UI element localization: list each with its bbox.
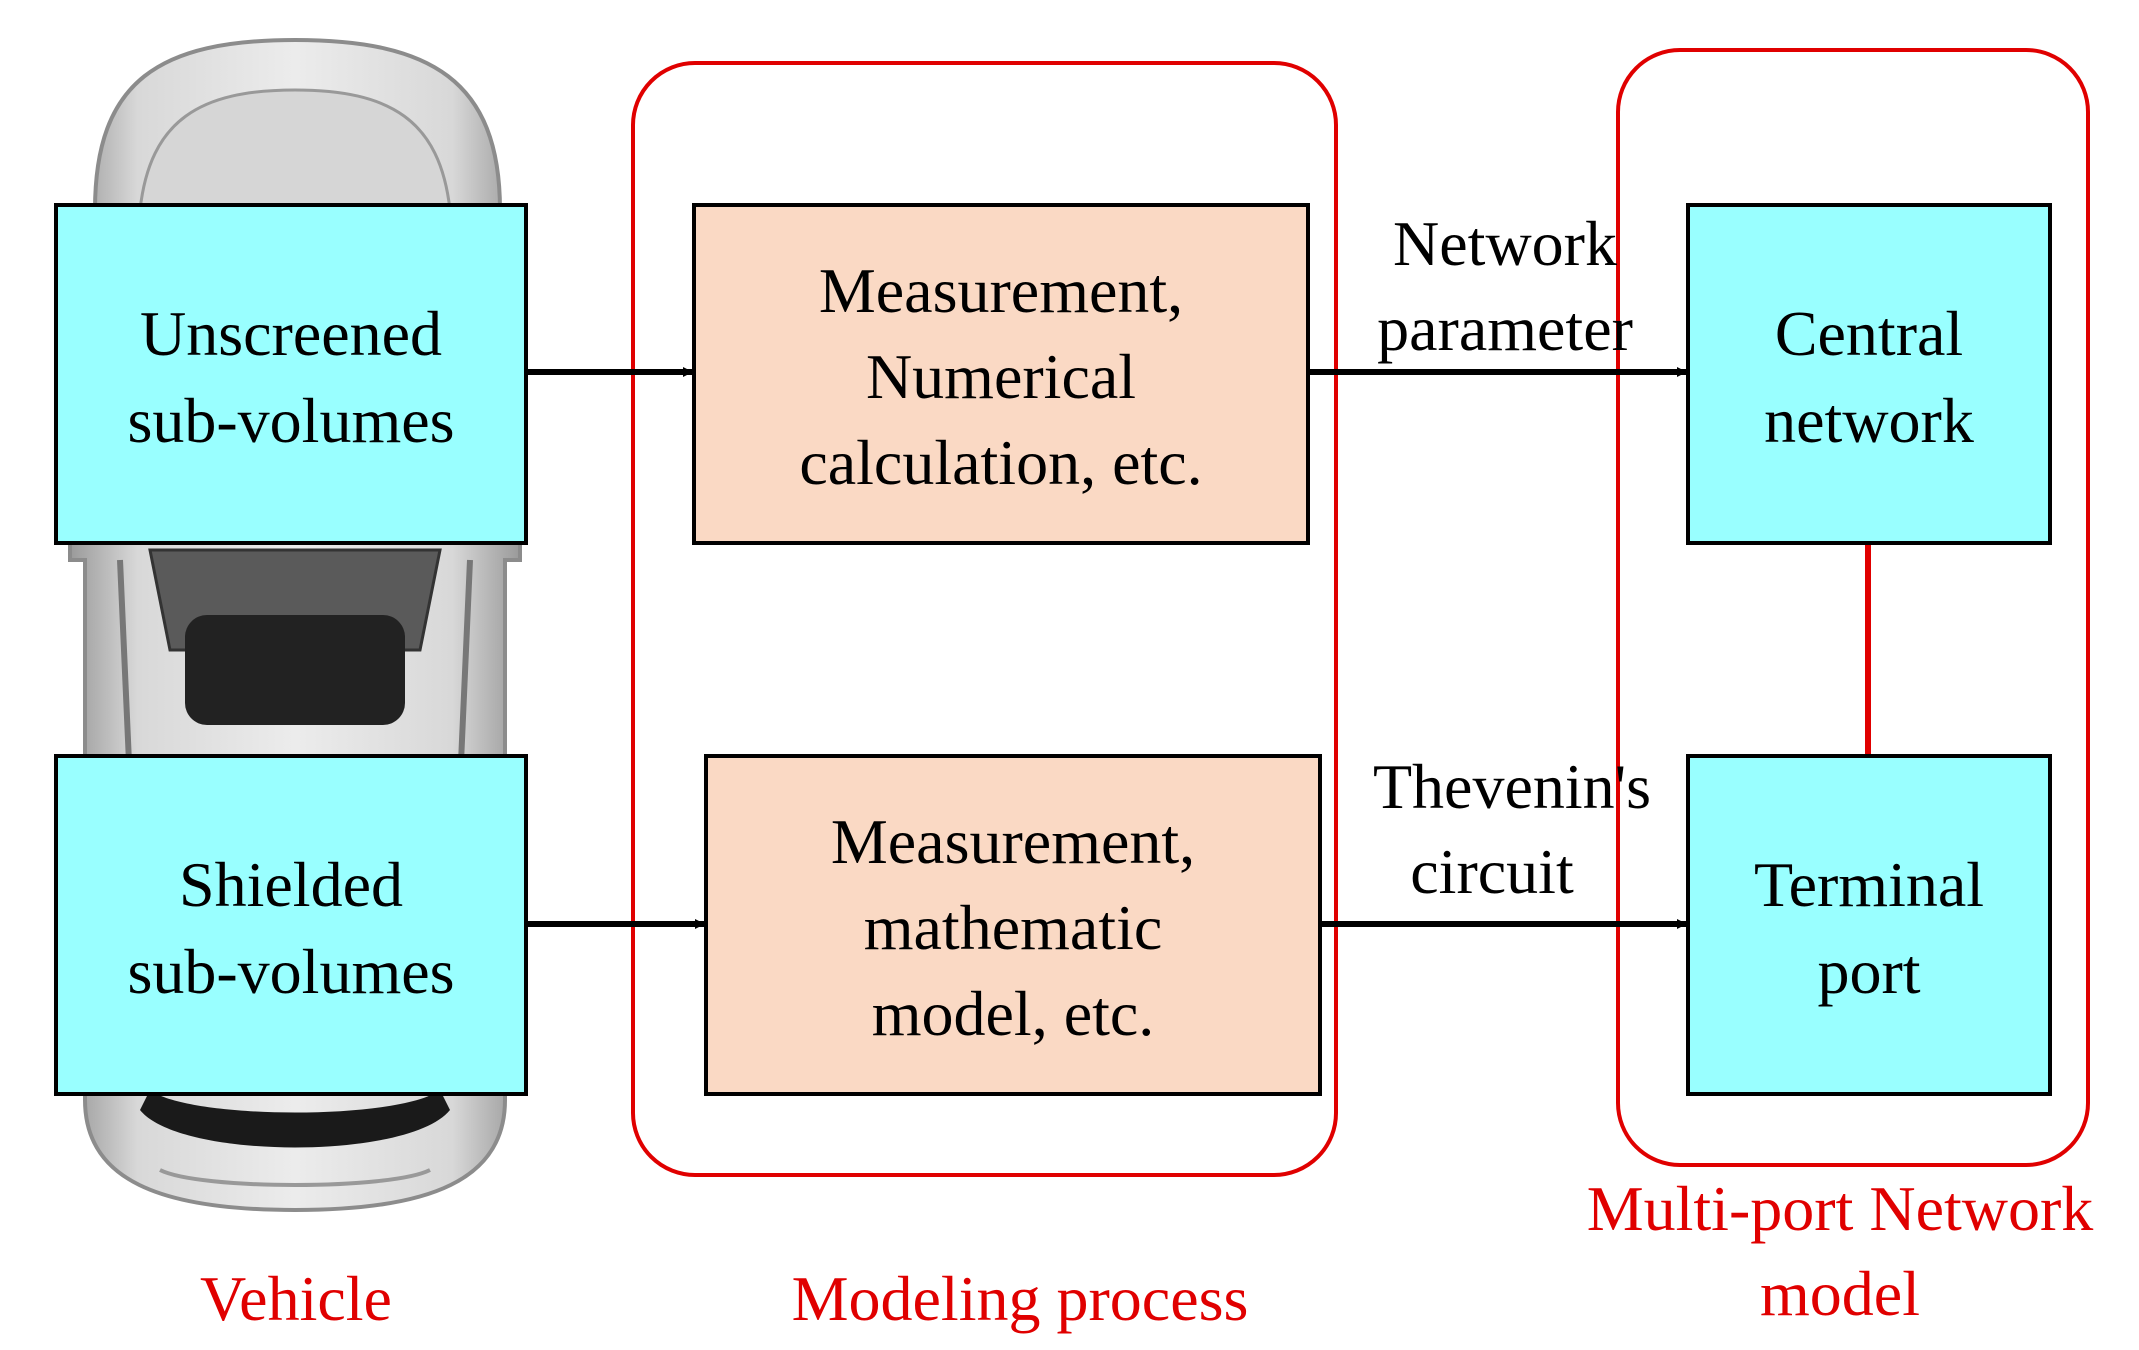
group-label-multiport-line1: Multi-port Network <box>1587 1173 2094 1244</box>
unscreened-line2: sub-volumes <box>127 385 454 456</box>
unscreened-subvolumes-node: Unscreened sub-volumes <box>54 203 528 545</box>
central-network-node: Central network <box>1686 203 2052 545</box>
edge-label-thevenin-line1: Thevenin's <box>1373 751 1651 822</box>
edge-label-thevenin-line2: circuit <box>1410 836 1574 907</box>
modeling-process-group <box>631 61 1338 1177</box>
shielded-subvolumes-node: Shielded sub-volumes <box>54 754 528 1096</box>
measure-math-line1: Measurement, <box>831 806 1195 877</box>
central-network-line1: Central <box>1775 298 1963 369</box>
shielded-line1: Shielded <box>179 849 403 920</box>
group-label-modeling-process: Modeling process <box>792 1263 1249 1334</box>
terminal-port-line2: port <box>1817 936 1920 1007</box>
shielded-line2: sub-volumes <box>127 936 454 1007</box>
measure-math-line3: model, etc. <box>872 978 1155 1049</box>
terminal-port-node: Terminal port <box>1686 754 2052 1096</box>
central-network-line2: network <box>1764 385 1974 456</box>
measure-numerical-line3: calculation, etc. <box>799 427 1202 498</box>
group-label-vehicle: Vehicle <box>200 1263 392 1334</box>
multiport-network-group <box>1616 48 2090 1167</box>
measure-numerical-line2: Numerical <box>866 341 1136 412</box>
measurement-numerical-node: Measurement, Numerical calculation, etc. <box>692 203 1310 545</box>
unscreened-line1: Unscreened <box>140 298 442 369</box>
edge-label-network-line1: Network <box>1393 208 1617 279</box>
group-label-multiport-line2: model <box>1760 1258 1920 1329</box>
terminal-port-line1: Terminal <box>1754 849 1984 920</box>
edge-label-network-line2: parameter <box>1377 293 1633 364</box>
measurement-mathematic-node: Measurement, mathematic model, etc. <box>704 754 1322 1096</box>
measure-numerical-line1: Measurement, <box>819 255 1183 326</box>
measure-math-line2: mathematic <box>864 892 1163 963</box>
